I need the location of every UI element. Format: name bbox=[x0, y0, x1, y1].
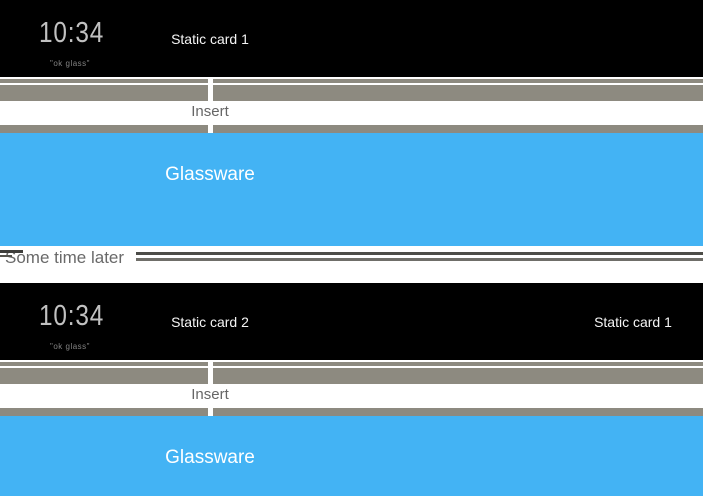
insert-label: Insert bbox=[191, 103, 229, 120]
clock-text: 10:34 bbox=[39, 17, 105, 49]
timeline-rail-thin bbox=[0, 79, 703, 83]
static-card-label: Static card 1 bbox=[594, 314, 672, 330]
insert-slot-gap bbox=[208, 408, 213, 416]
timeline-strip: 10:34 "ok glass" Static card 2 Static ca… bbox=[0, 283, 703, 360]
hotword-text: "ok glass" bbox=[49, 59, 91, 68]
insert-slot-gap bbox=[208, 361, 213, 417]
time-divider: Some time later bbox=[0, 246, 703, 283]
glassware-card: Glassware bbox=[0, 133, 703, 246]
timeline-strip: 10:34 "ok glass" Static card 1 bbox=[0, 0, 703, 77]
static-card-label: Static card 2 bbox=[171, 314, 249, 330]
clock-text: 10:34 bbox=[39, 300, 105, 332]
glassware-card: Glassware bbox=[0, 416, 703, 496]
glassware-label: Glassware bbox=[165, 447, 255, 468]
insert-slot-gap bbox=[208, 125, 213, 133]
timeline-rail-lower bbox=[0, 408, 703, 416]
insert-slot-gap bbox=[208, 78, 213, 134]
glassware-label: Glassware bbox=[165, 164, 255, 185]
divider-line bbox=[136, 258, 703, 261]
timeline-diagram-after: 10:34 "ok glass" Static card 2 Static ca… bbox=[0, 283, 703, 496]
timeline-rail-lower bbox=[0, 125, 703, 133]
timeline-rail-thick bbox=[0, 85, 703, 101]
time-divider-label: Some time later bbox=[5, 248, 125, 267]
timeline-rail-thin bbox=[0, 362, 703, 366]
static-card-label: Static card 1 bbox=[171, 31, 249, 47]
divider-line-stub bbox=[0, 250, 23, 253]
timeline-diagram-before: 10:34 "ok glass" Static card 1 Insert Gl… bbox=[0, 0, 703, 246]
divider-line-stub bbox=[0, 255, 12, 257]
divider-line bbox=[136, 252, 703, 255]
hotword-text: "ok glass" bbox=[49, 342, 91, 351]
insert-label: Insert bbox=[191, 386, 229, 403]
timeline-rail-thick bbox=[0, 368, 703, 384]
